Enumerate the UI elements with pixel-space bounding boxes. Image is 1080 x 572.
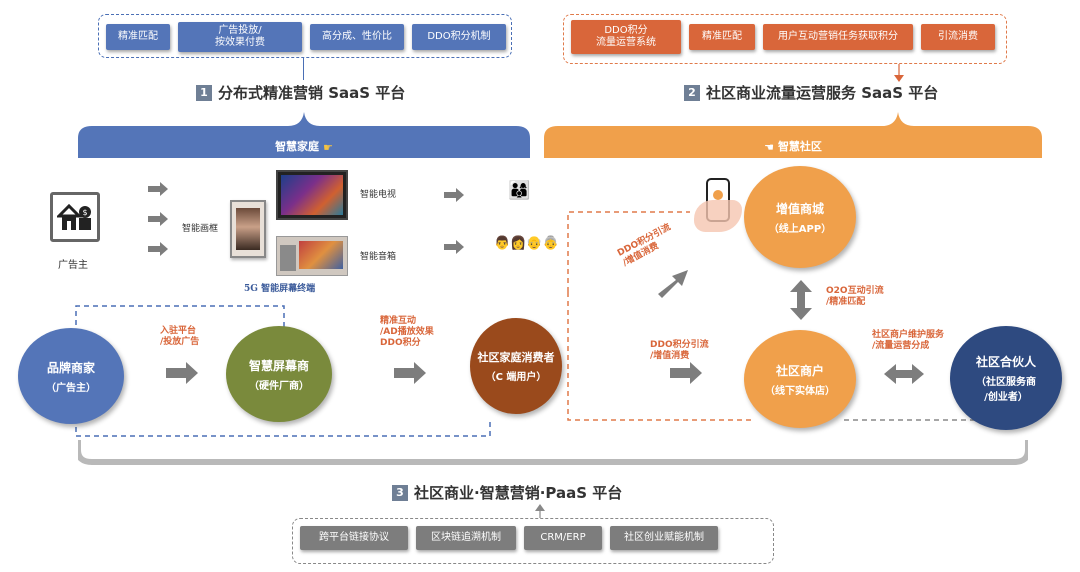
number-badge: 1 [196, 84, 212, 101]
smart-home-banner: 智慧家庭 ☛ [78, 126, 530, 158]
node-subtitle: （线下实体店） [765, 385, 835, 397]
feature-pill: 广告投放/ 按效果付费 [178, 22, 302, 52]
connector-line [303, 58, 304, 80]
arrow-mall-merchant [790, 280, 812, 320]
number-badge: 3 [392, 484, 408, 501]
paas-feature-box [292, 518, 774, 564]
node-subtitle: （C 端用户） [485, 372, 547, 383]
platform2-title: 2 社区商业流量运营服务 SaaS 平台 [684, 82, 938, 103]
feature-pill: 精准匹配 [689, 24, 755, 50]
node-title: 社区合伙人 [975, 355, 1036, 369]
platform1-title: 1 分布式精准营销 SaaS 平台 [196, 82, 405, 103]
feature-pill: 精准匹配 [106, 24, 170, 50]
feature-pill: 跨平台链接协议 [300, 526, 408, 550]
frame-label: 智能画框 [182, 224, 219, 234]
hand-icon [694, 200, 742, 232]
tv-label: 智能电视 [360, 190, 397, 200]
smart-home-banner-shape [78, 112, 530, 158]
consumer-node: 社区家庭消费者 （C 端用户） [470, 318, 562, 414]
feature-pill: 用户互动营销任务获取积分 [763, 24, 913, 50]
node-subtitle: （社区服务商 /创业者） [976, 377, 1036, 403]
svg-text:$: $ [82, 208, 87, 217]
brand-merchant-node: 品牌商家 （广告主） [18, 328, 124, 424]
smart-speaker-image [276, 236, 348, 276]
arrow-brand-to-screen [166, 362, 198, 384]
merchant-node: 社区商户 （线下实体店） [744, 330, 856, 428]
service-label: 社区商户维护服务 /流量运营分成 [872, 330, 945, 351]
users-icon: 👨👩👴👵 [494, 236, 559, 251]
arrow-screen-to-consumer [394, 362, 426, 384]
partner-node: 社区合伙人 （社区服务商 /创业者） [950, 326, 1062, 430]
node-subtitle: （线上APP） [768, 223, 832, 235]
hand-point-icon: ☛ [323, 141, 333, 154]
smart-home-label: 智慧家庭 [275, 140, 320, 153]
node-subtitle: （广告主） [46, 382, 96, 394]
smart-community-banner: ☚ 智慧社区 [544, 126, 1042, 158]
platform2-title-text: 社区商业流量运营服务 SaaS 平台 [706, 84, 939, 102]
small-arrows-left [148, 182, 168, 256]
platform3-title: 3 社区商业·智慧营销·PaaS 平台 [392, 482, 622, 503]
small-arrows-right [444, 188, 464, 254]
node-title: 增值商城 [775, 201, 824, 216]
family-icon: 👨‍👩‍👦 [508, 180, 531, 201]
arrow-merchant-partner [884, 364, 924, 384]
smart-community-banner-shape [544, 112, 1042, 158]
arrow-consumer-to-merchant [670, 362, 702, 384]
speaker-label: 智能音箱 [360, 252, 397, 262]
node-title: 智慧屏幕商 [248, 358, 309, 373]
hand-point-icon: ☚ [764, 141, 774, 154]
o2o-label: O2O互动引流 /精准匹配 [826, 286, 884, 307]
screen-maker-node: 智慧屏幕商 （硬件厂商） [226, 326, 332, 422]
feature-pill: DDO积分机制 [412, 24, 506, 50]
node-title: 社区家庭消费者 [477, 351, 555, 364]
join-label: 入驻平台 /投放广告 [160, 326, 200, 347]
platform1-feature-box [98, 14, 512, 58]
smart-frame-image [230, 200, 266, 258]
feature-pill: 高分成、性价比 [310, 24, 404, 50]
interact-label: 精准互动 /AD播放效果 DDO积分 [380, 316, 434, 348]
feature-pill: 引流消费 [921, 24, 995, 50]
smart-community-label: 智慧社区 [777, 140, 822, 153]
feature-pill: 区块链追溯机制 [416, 526, 516, 550]
number-badge: 2 [684, 84, 700, 101]
node-title: 品牌商家 [46, 360, 95, 375]
platform1-title-text: 分布式精准营销 SaaS 平台 [218, 84, 406, 102]
mall-node: 增值商城 （线上APP） [744, 166, 856, 268]
terminal-label: 5G 智能屏幕终端 [244, 284, 316, 294]
connector-arrow-up [535, 504, 545, 518]
feature-pill: 社区创业赋能机制 [610, 526, 718, 550]
connector-arrow [894, 64, 904, 82]
platform2-feature-box [563, 14, 1007, 64]
smart-tv-image [276, 170, 348, 220]
advertiser-icon: $ [50, 192, 100, 242]
feature-pill: CRM/ERP [524, 526, 602, 550]
platform3-title-text: 社区商业·智慧营销·PaaS 平台 [414, 484, 623, 502]
node-title: 社区商户 [775, 363, 824, 378]
arrow-consumer-to-mall [658, 270, 688, 298]
paas-bracket [78, 440, 1028, 465]
ddo-diversion-label-mid: DDO积分引流 /增值消费 [650, 340, 709, 361]
node-subtitle: （硬件厂商） [249, 380, 309, 392]
advertiser-label: 广告主 [58, 260, 88, 271]
feature-pill: DDO积分 流量运营系统 [571, 20, 681, 54]
